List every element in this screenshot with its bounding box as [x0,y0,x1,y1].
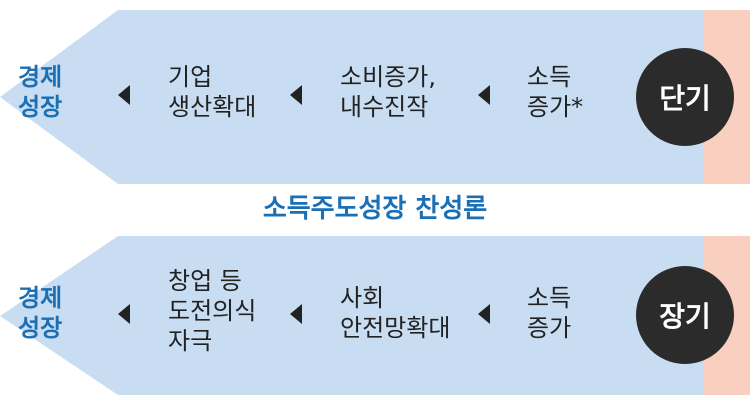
arrow-left-icon [290,85,302,105]
long-term-band [0,236,704,395]
step-income-increase-long: 소득 증가 [527,284,572,342]
arrow-left-icon [478,85,490,105]
arrow-left-icon [118,304,130,324]
term-badge-short: 단기 [636,48,734,146]
step-business-expansion: 기업 생산확대 [168,63,257,121]
goal-economic-growth-long: 경제 성장 [18,284,63,342]
step-social-safety-net: 사회 안전망확대 [340,284,451,342]
step-entrepreneurship: 창업 등 도전의식 자극 [168,267,257,355]
arrow-left-icon [118,85,130,105]
goal-economic-growth-short: 경제 성장 [18,63,63,121]
arrow-left-icon [290,304,302,324]
step-consumption-increase: 소비증가, 내수진작 [340,63,436,121]
diagram-title: 소득주도성장 찬성론 [262,194,488,224]
term-badge-long: 장기 [636,266,734,364]
step-income-increase-short: 소득 증가* [527,63,584,121]
short-term-band [0,10,704,184]
arrow-left-icon [478,304,490,324]
